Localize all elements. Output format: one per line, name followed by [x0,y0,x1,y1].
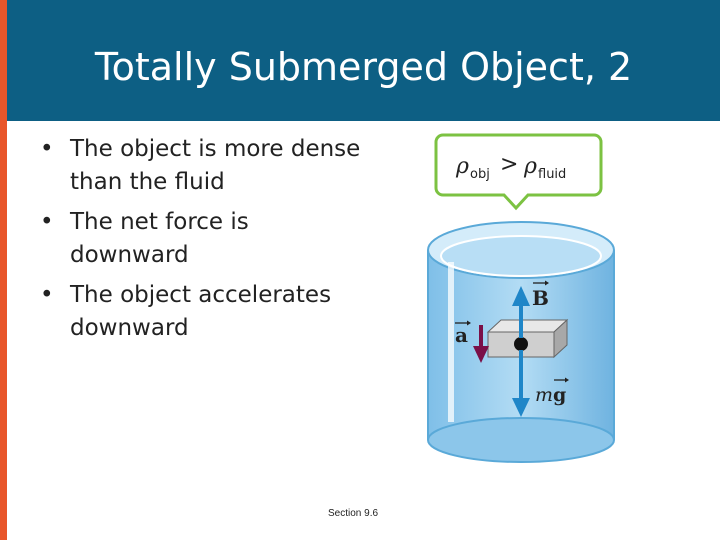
bullet-dot: • [40,136,54,162]
title-bar: Totally Submerged Object, 2 [7,0,720,121]
block-top [486,319,569,333]
bullet-list: • The object is more dense than the fluid… [40,133,370,352]
gravity-symbol: g [553,384,566,406]
greater-than-sign: > [500,152,518,177]
acceleration-arrow [473,325,489,363]
bullet-dot: • [40,209,54,235]
bullet-text: The object is more dense than the fluid [70,136,361,195]
bullet-dot: • [40,282,54,308]
section-footer: Section 9.6 [328,508,379,519]
bullet-text: The object accelerates downward [70,282,332,341]
density-callout: ρ obj > ρ fluid [434,133,603,211]
weight-force-arrow [512,350,530,417]
water-surface [440,235,602,277]
bullet-item: • The object accelerates downward [40,279,370,345]
acceleration-label: a [455,320,471,347]
bullet-text: The net force is downward [70,209,249,268]
glass-highlight [448,262,454,422]
rho-fluid-symbol: ρ [523,154,537,179]
buoyant-force-arrow [512,286,530,338]
buoyant-force-label: B [532,280,549,310]
callout-bubble [434,133,603,211]
center-of-mass-dot [514,337,528,351]
buoyant-label-text: B [532,286,549,310]
mass-symbol: m [535,384,553,406]
obj-subscript: obj [470,167,490,182]
submerged-block [486,318,569,359]
bullet-item: • The object is more dense than the fluid [40,133,370,199]
slide-title: Totally Submerged Object, 2 [94,45,633,89]
accel-label-text: a [455,323,468,347]
submerged-object-figure: ρ obj > ρ fluid B [427,133,615,463]
weight-label: m g [535,377,569,406]
bullet-item: • The net force is downward [40,206,370,272]
beaker-bottom [427,417,615,463]
left-accent-bar [0,0,7,540]
rho-obj-symbol: ρ [455,154,469,179]
fluid-subscript: fluid [538,167,566,182]
